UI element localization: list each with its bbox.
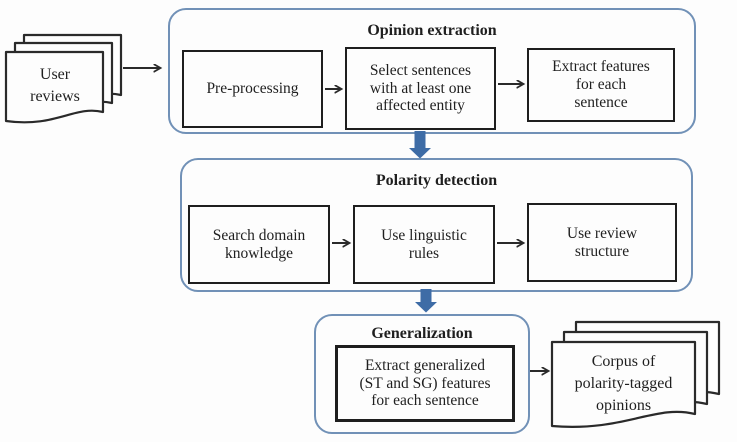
process-box-select-sentences: Select sentences with at least one affec… — [345, 47, 496, 130]
process-box-extract-generalized-features: Extract generalized (ST and SG) features… — [335, 345, 515, 422]
process-box-search-domain-knowledge: Search domain knowledge — [188, 205, 330, 284]
corpus-label: Corpus of polarity-tagged opinions — [574, 353, 673, 415]
process-box-use-linguistic-rules: Use linguistic rules — [353, 205, 495, 284]
stage-container-generalization — [314, 314, 530, 434]
stage-title-opinion-extraction: Opinion extraction — [367, 22, 497, 39]
user-reviews-label: User reviews — [30, 66, 80, 106]
stage-container-opinion-extraction — [168, 8, 696, 134]
stage-title-generalization: Generalization — [371, 325, 473, 342]
process-box-use-review-structure: Use review structure — [527, 203, 677, 282]
process-box-extract-features: Extract features for each sentence — [527, 48, 675, 122]
arrow-polarity-to-generalization — [415, 289, 437, 313]
process-box-pre-processing: Pre-processing — [182, 50, 323, 128]
arrow-opinion-to-polarity — [409, 131, 431, 159]
stage-title-polarity-detection: Polarity detection — [375, 172, 498, 189]
